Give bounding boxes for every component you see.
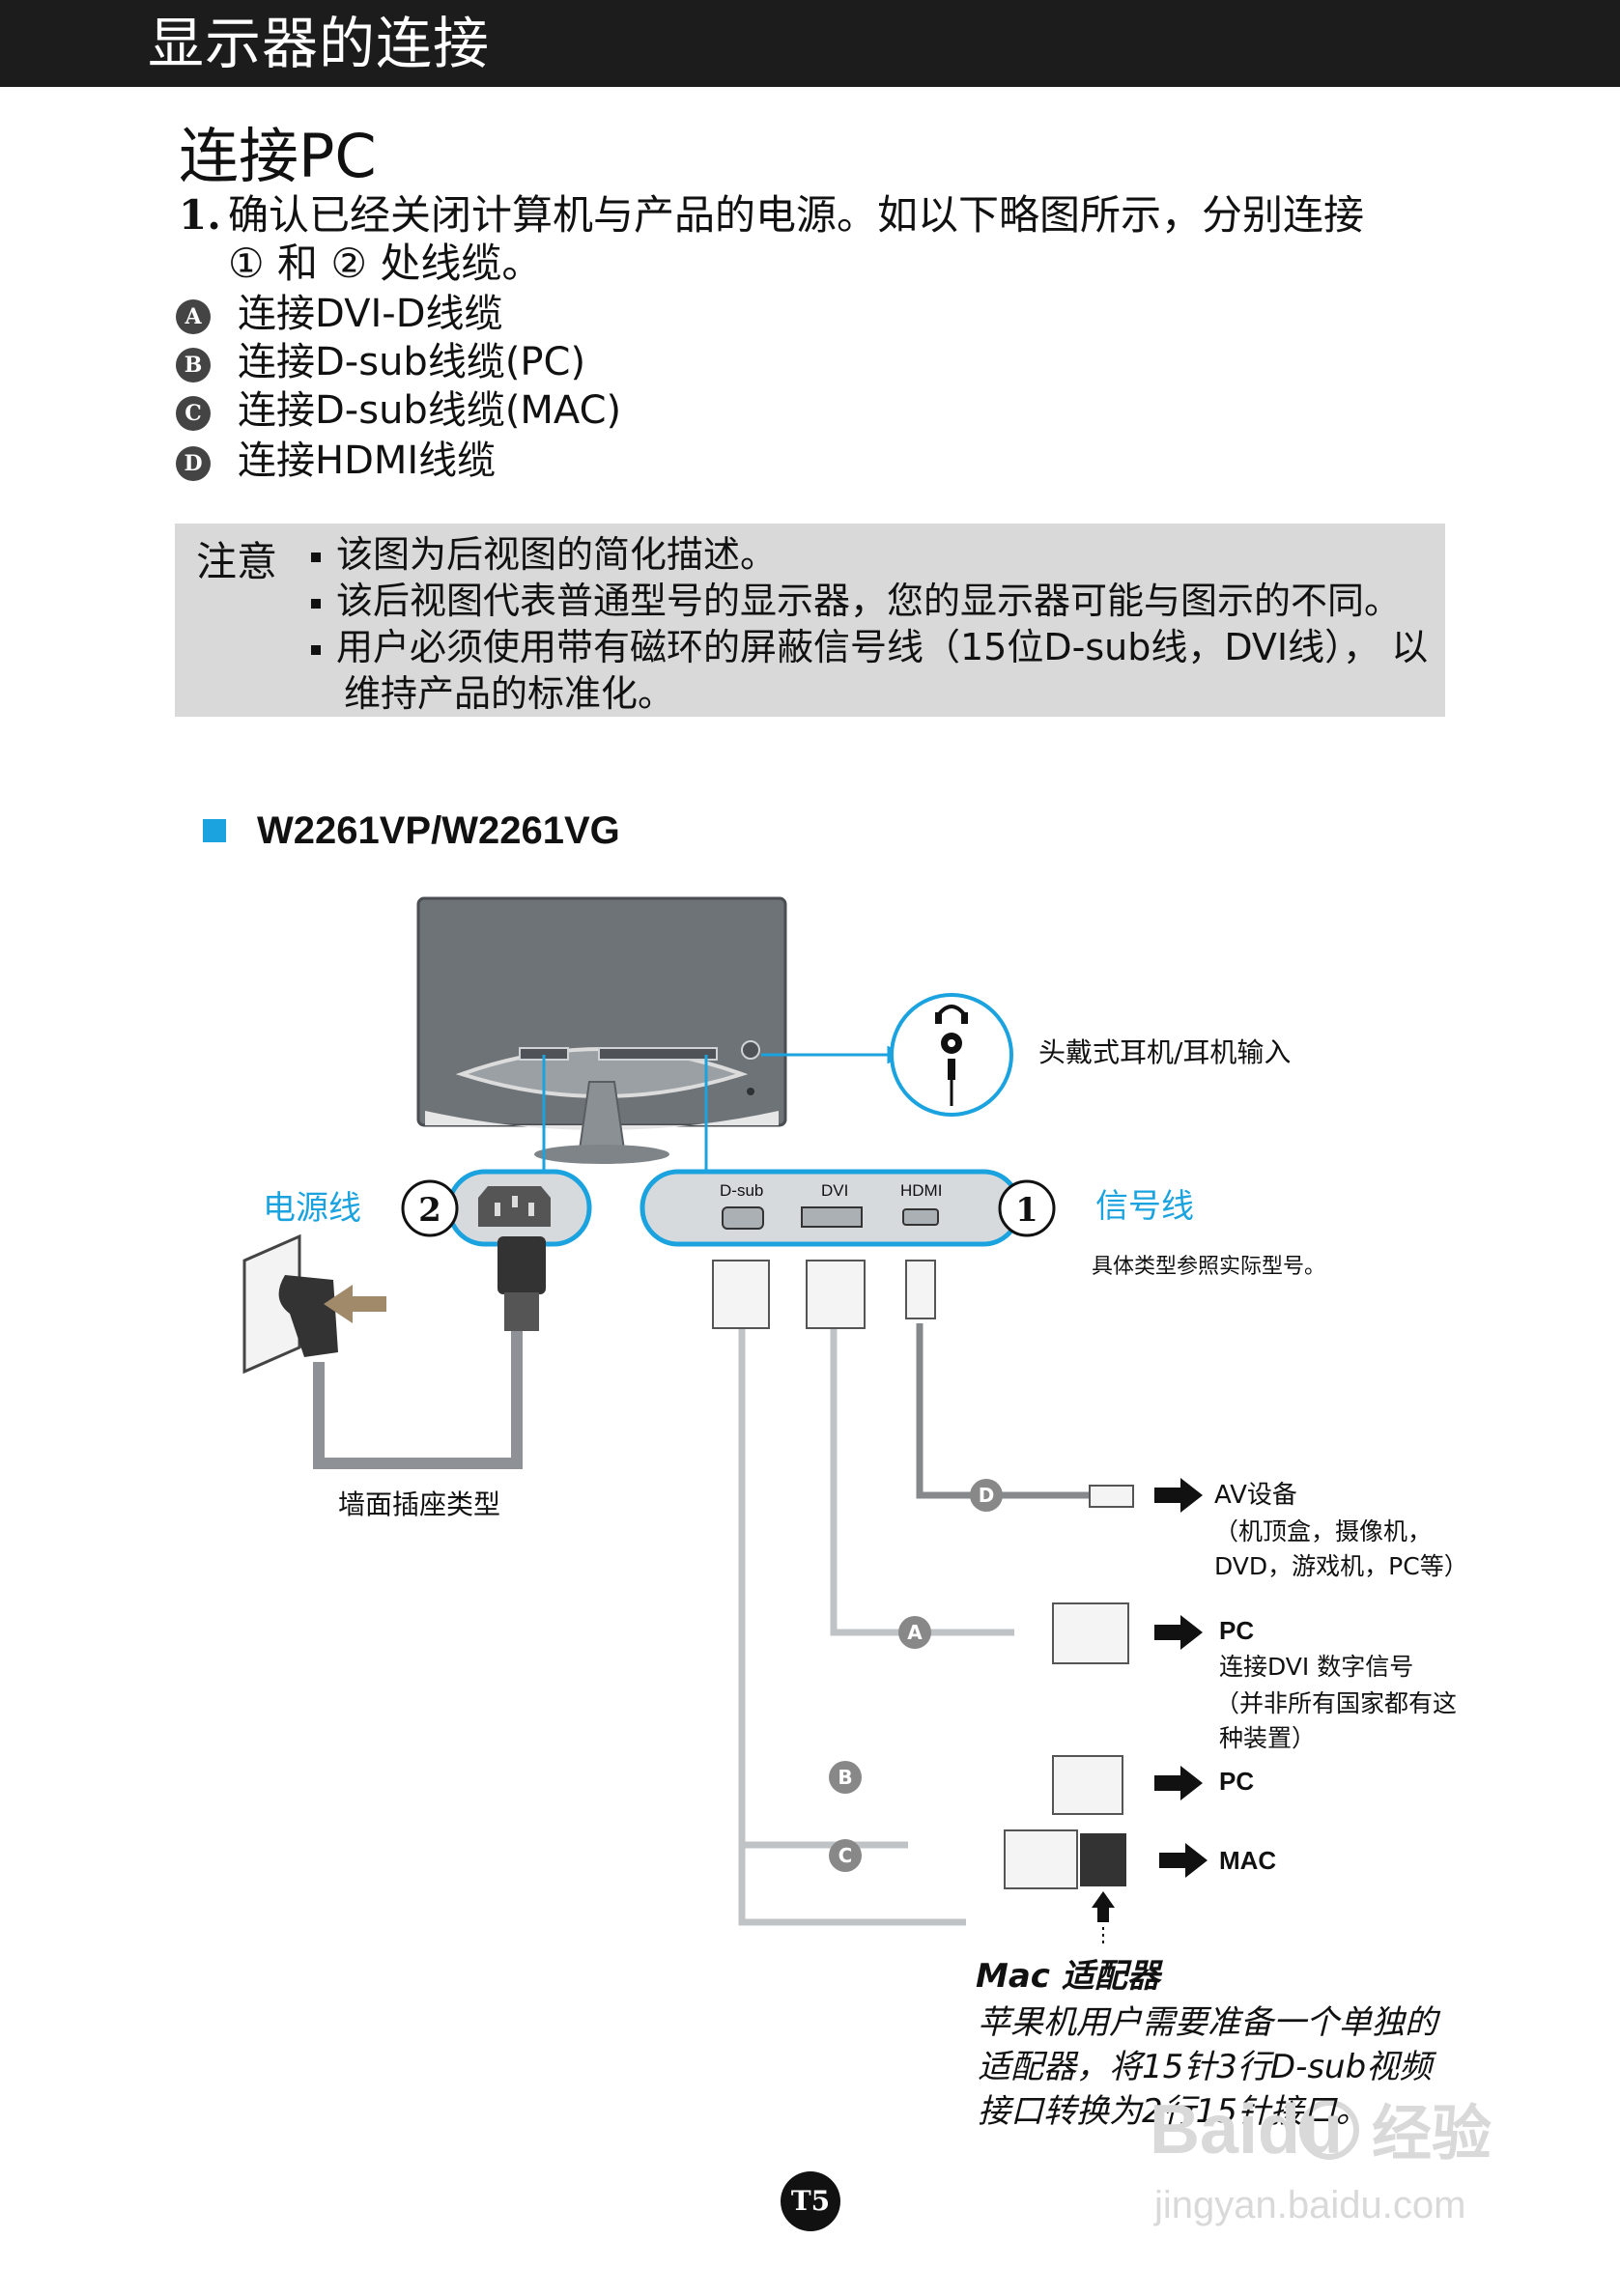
step-number: 1. — [179, 191, 221, 239]
wall-outlet-label: 墙面插座类型 — [338, 1488, 501, 1520]
signal-number: 1 — [1015, 1191, 1038, 1230]
bullet-text: 连接D-sub线缆(PC) — [238, 340, 586, 384]
power-number: 2 — [418, 1191, 441, 1230]
bullet-square-icon — [311, 598, 321, 609]
bullet-square-icon — [311, 552, 321, 562]
page-number: T5 — [781, 2171, 840, 2231]
port-label-dsub: D-sub — [720, 1181, 764, 1200]
av-device-title: AV设备 — [1214, 1481, 1297, 1510]
header-bar — [0, 0, 1620, 87]
dvi-plug-icon — [806, 1260, 866, 1329]
mac-title: MAC — [1219, 1846, 1277, 1875]
note-line: 该后视图代表普通型号的显示器，您的显示器可能与图示的不同。 — [311, 578, 1401, 624]
bullet-letter-c: C — [176, 396, 211, 431]
mac-adapter-line: 接口转换为2行15针接口。 — [978, 2092, 1369, 2131]
watermark-cn: 经验 — [1372, 2101, 1492, 2168]
note-line: 维持产品的标准化。 — [344, 672, 675, 715]
cable-letter-b: B — [838, 1766, 853, 1789]
pc-dvi-title: PC — [1219, 1616, 1255, 1645]
hdmi-plug-icon — [905, 1260, 936, 1319]
headphone-label: 头戴式耳机/耳机输入 — [1038, 1036, 1292, 1068]
section-title: 连接PC — [179, 121, 377, 191]
mac-adapter-title: Mac 适配器 — [976, 1957, 1160, 1996]
note-line: 该图为后视图的简化描述。 — [311, 531, 777, 578]
pc-dvi-line: 连接DVI 数字信号 — [1219, 1653, 1414, 1681]
av-device-line: DVD，游戏机，PC等） — [1214, 1552, 1468, 1580]
hdmi-end-plug-icon — [1089, 1485, 1134, 1508]
step-text-line2: ① 和 ② 处线缆。 — [228, 240, 543, 287]
note-label: 注意 — [196, 538, 278, 585]
pc-dvi-line: （并非所有国家都有这 — [1215, 1689, 1458, 1717]
arrow-icons — [1092, 1478, 1208, 1946]
mac-adapter-icon — [1080, 1833, 1126, 1886]
model-title: W2261VP/W2261VG — [257, 809, 620, 852]
watermark-paw-icon — [1299, 2100, 1359, 2160]
power-cable-illustration — [242, 1233, 546, 1469]
mac-adapter-line: 适配器，将15针3行D-sub视频 — [978, 2048, 1433, 2086]
header-title: 显示器的连接 — [148, 11, 491, 76]
power-port-panel — [401, 1169, 592, 1247]
av-device-line: （机顶盒，摄像机， — [1214, 1517, 1433, 1545]
pc-dsub-title: PC — [1219, 1767, 1255, 1796]
dvi-end-plug-icon — [1052, 1602, 1129, 1664]
dsub-mac-end-plug-icon — [1004, 1829, 1078, 1889]
signal-cable-label: 信号线 — [1095, 1187, 1194, 1226]
bullet-square-icon — [311, 644, 321, 655]
mac-adapter-line: 苹果机用户需要准备一个单独的 — [978, 2003, 1437, 2042]
signal-port-panel — [639, 1169, 1056, 1247]
dsub-plug-icon — [712, 1260, 770, 1329]
monitor-rear-illustration — [416, 896, 787, 1164]
step-text-line1: 确认已经关闭计算机与产品的电源。如以下略图所示，分别连接 — [228, 191, 1365, 239]
dsub-pc-end-plug-icon — [1052, 1755, 1123, 1815]
watermark-brand: Baidu — [1150, 2091, 1344, 2168]
signal-cables — [738, 1323, 1014, 1926]
pc-dvi-line: 种装置） — [1219, 1724, 1317, 1752]
headphone-jack-icon — [890, 993, 1013, 1117]
port-label-hdmi: HDMI — [900, 1181, 943, 1200]
signal-note: 具体类型参照实际型号。 — [1092, 1255, 1326, 1279]
port-label-dvi: DVI — [821, 1181, 849, 1200]
bullet-text: 连接HDMI线缆 — [238, 439, 497, 483]
note-line: 用户必须使用带有磁环的屏蔽信号线（15位D-sub线，DVI线）， 以 — [311, 624, 1428, 670]
bullet-letter-a: A — [176, 299, 211, 334]
hdmi-cable — [916, 1323, 1090, 1499]
cable-letter-c: C — [838, 1844, 853, 1867]
cable-letter-a: A — [907, 1621, 923, 1644]
power-cable-label: 电源线 — [263, 1189, 361, 1228]
bullet-letter-b: B — [176, 348, 211, 383]
bullet-text: 连接D-sub线缆(MAC) — [238, 388, 622, 433]
cable-letter-circles — [829, 1479, 1003, 1872]
bullet-text: 连接DVI-D线缆 — [238, 292, 503, 336]
cable-letter-d: D — [978, 1484, 995, 1507]
model-square-icon — [203, 819, 226, 842]
bullet-letter-d: D — [176, 446, 211, 481]
note-box — [175, 524, 1445, 717]
watermark-url: jingyan.baidu.com — [1154, 2184, 1466, 2226]
